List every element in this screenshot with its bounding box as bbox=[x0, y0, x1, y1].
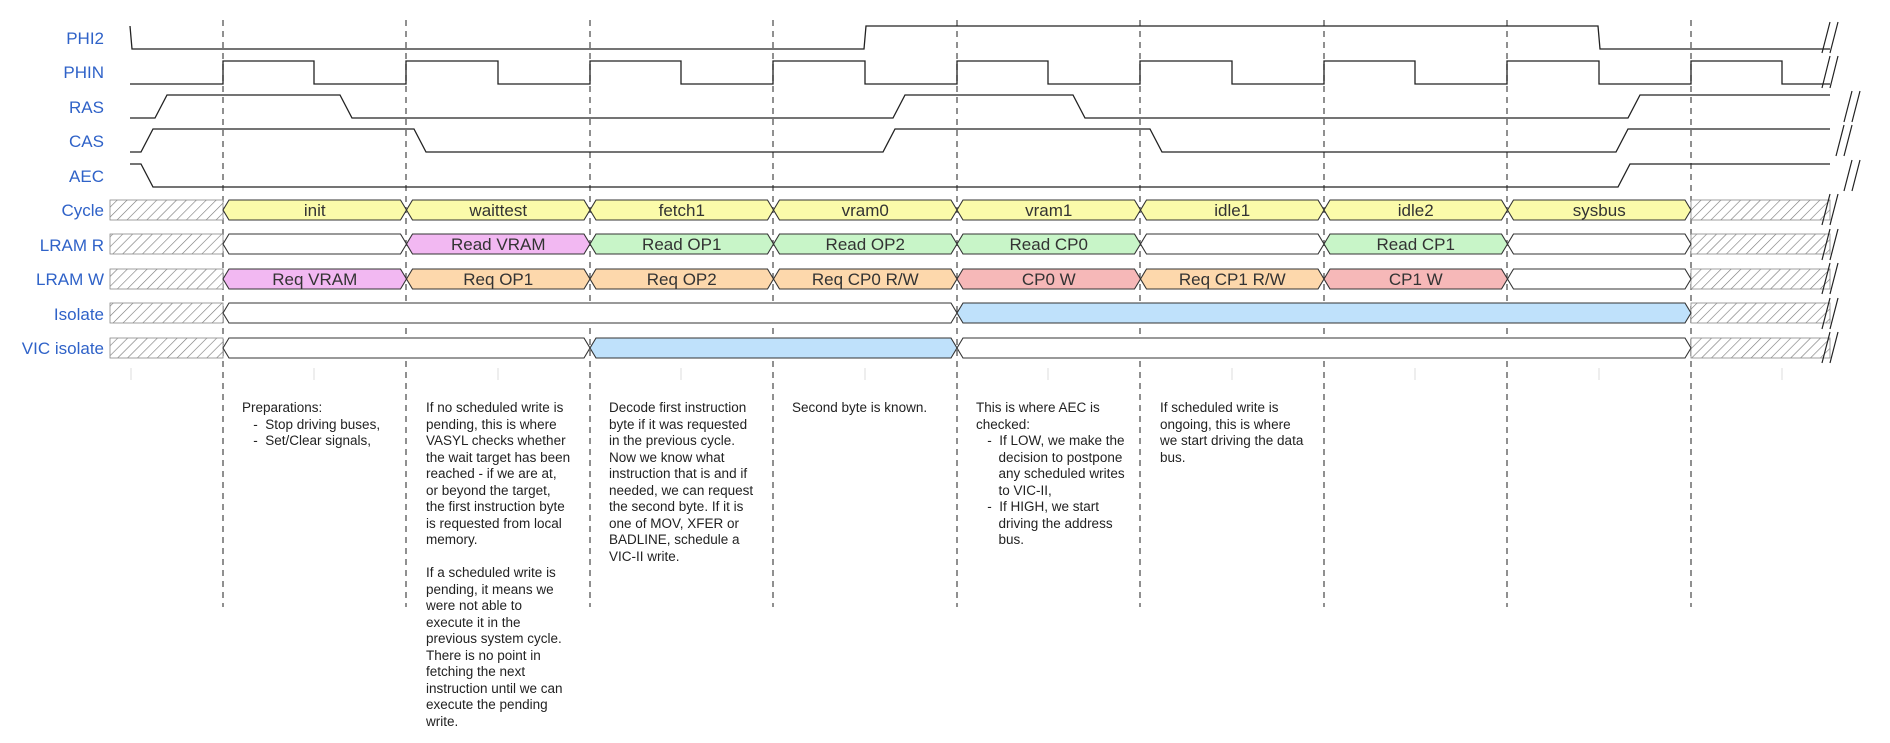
vic-isolate-undefined-region bbox=[1690, 337, 1831, 359]
aec-waveform bbox=[130, 163, 1830, 188]
lram-w-segment-label: Req OP2 bbox=[647, 270, 717, 289]
vic-isolate-segment bbox=[222, 337, 591, 359]
lram-w-segment-label: CP0 W bbox=[1022, 270, 1076, 289]
cycle-segment-label: idle1 bbox=[1214, 201, 1250, 220]
note-vram1: This is where AEC is checked: - If LOW, … bbox=[976, 400, 1125, 547]
break-mark bbox=[1821, 228, 1839, 261]
ras-waveform bbox=[130, 94, 1830, 119]
signal-label-vic-isolate: VIC isolate bbox=[22, 339, 104, 358]
lram-w-undefined-region bbox=[109, 268, 224, 290]
lram-w-segment bbox=[1506, 268, 1692, 290]
lram-r-undefined-region bbox=[1690, 233, 1831, 255]
signal-labels: PHI2 PHIN RAS CAS AEC Cycle LRAM R LRAM … bbox=[22, 29, 104, 358]
cycle-segment-label: init bbox=[304, 201, 326, 220]
signal-label-isolate: Isolate bbox=[54, 305, 104, 324]
note-idle1: If scheduled write is ongoing, this is w… bbox=[1160, 400, 1304, 465]
lram-r-segment bbox=[222, 233, 408, 255]
note-vram0: Second byte is known. bbox=[792, 400, 928, 415]
break-mark bbox=[1821, 21, 1839, 54]
vic-isolate-segment bbox=[589, 337, 958, 359]
isolate-undefined-region bbox=[109, 302, 224, 324]
lram-w-segment-label: CP1 W bbox=[1389, 270, 1443, 289]
cas-waveform bbox=[130, 128, 1830, 153]
cycle-grid bbox=[222, 20, 1692, 607]
signal-label-lram-r: LRAM R bbox=[40, 236, 104, 255]
signal-label-phi2: PHI2 bbox=[66, 29, 104, 48]
break-mark bbox=[1821, 331, 1839, 364]
isolate-segment bbox=[222, 302, 958, 324]
note-fetch1: Decode first instruction byte if it was … bbox=[609, 400, 754, 564]
vic-isolate-undefined-region bbox=[109, 337, 224, 359]
bus-rows: init waittest fetch1 vram0 vram1 idle1 idle2 sy… bbox=[109, 199, 1831, 359]
cycle-segment-label: waittest bbox=[468, 201, 527, 220]
signal-label-lram-w: LRAM W bbox=[36, 270, 104, 289]
lram-r-segment-label: Read CP1 bbox=[1377, 235, 1455, 254]
lram-r-segment-label: Read VRAM bbox=[451, 235, 545, 254]
lram-w-undefined-region bbox=[1690, 268, 1831, 290]
cycle-segment-label: vram0 bbox=[842, 201, 889, 220]
break-marks bbox=[1821, 21, 1861, 364]
lram-r-segment-label: Read OP1 bbox=[642, 235, 721, 254]
lram-r-segment-label: Read CP0 bbox=[1010, 235, 1088, 254]
lram-r-segment-label: Read OP2 bbox=[826, 235, 905, 254]
lram-r-undefined-region bbox=[109, 233, 224, 255]
half-cycle-ticks bbox=[130, 368, 1783, 380]
cycle-undefined-region bbox=[1690, 199, 1831, 221]
cycle-segment-label: idle2 bbox=[1398, 201, 1434, 220]
cycle-segment bbox=[1506, 199, 1692, 221]
note-init: Preparations: - Stop driving buses, - Se… bbox=[242, 400, 381, 448]
clock-waveforms bbox=[129, 25, 1830, 188]
signal-label-aec: AEC bbox=[69, 167, 104, 186]
break-mark bbox=[1821, 297, 1839, 330]
break-mark bbox=[1821, 55, 1839, 89]
break-mark bbox=[1835, 124, 1853, 157]
break-mark bbox=[1821, 193, 1839, 226]
signal-label-phin: PHIN bbox=[63, 63, 104, 82]
phin-waveform bbox=[130, 60, 1830, 85]
break-mark bbox=[1821, 262, 1839, 295]
lram-w-segment-label: Req CP1 R/W bbox=[1179, 270, 1286, 289]
isolate-segment bbox=[956, 302, 1692, 324]
break-mark bbox=[1843, 90, 1861, 123]
signal-label-cycle: Cycle bbox=[61, 201, 104, 220]
cycle-undefined-region bbox=[109, 199, 224, 221]
cycle-segment-label: fetch1 bbox=[659, 201, 705, 220]
signal-label-cas: CAS bbox=[69, 132, 104, 151]
signal-label-ras: RAS bbox=[69, 98, 104, 117]
break-mark bbox=[1843, 159, 1861, 192]
vic-isolate-segment bbox=[956, 337, 1692, 359]
lram-r-segment bbox=[1139, 233, 1325, 255]
note-waittest: If no scheduled write is pending, this i… bbox=[426, 400, 571, 729]
cycle-segment-label: vram1 bbox=[1025, 201, 1072, 220]
phi2-waveform bbox=[129, 25, 1830, 50]
isolate-undefined-region bbox=[1690, 302, 1831, 324]
lram-w-segment-label: Req CP0 R/W bbox=[812, 270, 919, 289]
lram-w-segment-label: Req OP1 bbox=[463, 270, 533, 289]
lram-w-segment-label: Req VRAM bbox=[272, 270, 357, 289]
lram-r-segment bbox=[1506, 233, 1692, 255]
cycle-segment-label: sysbus bbox=[1573, 201, 1626, 220]
